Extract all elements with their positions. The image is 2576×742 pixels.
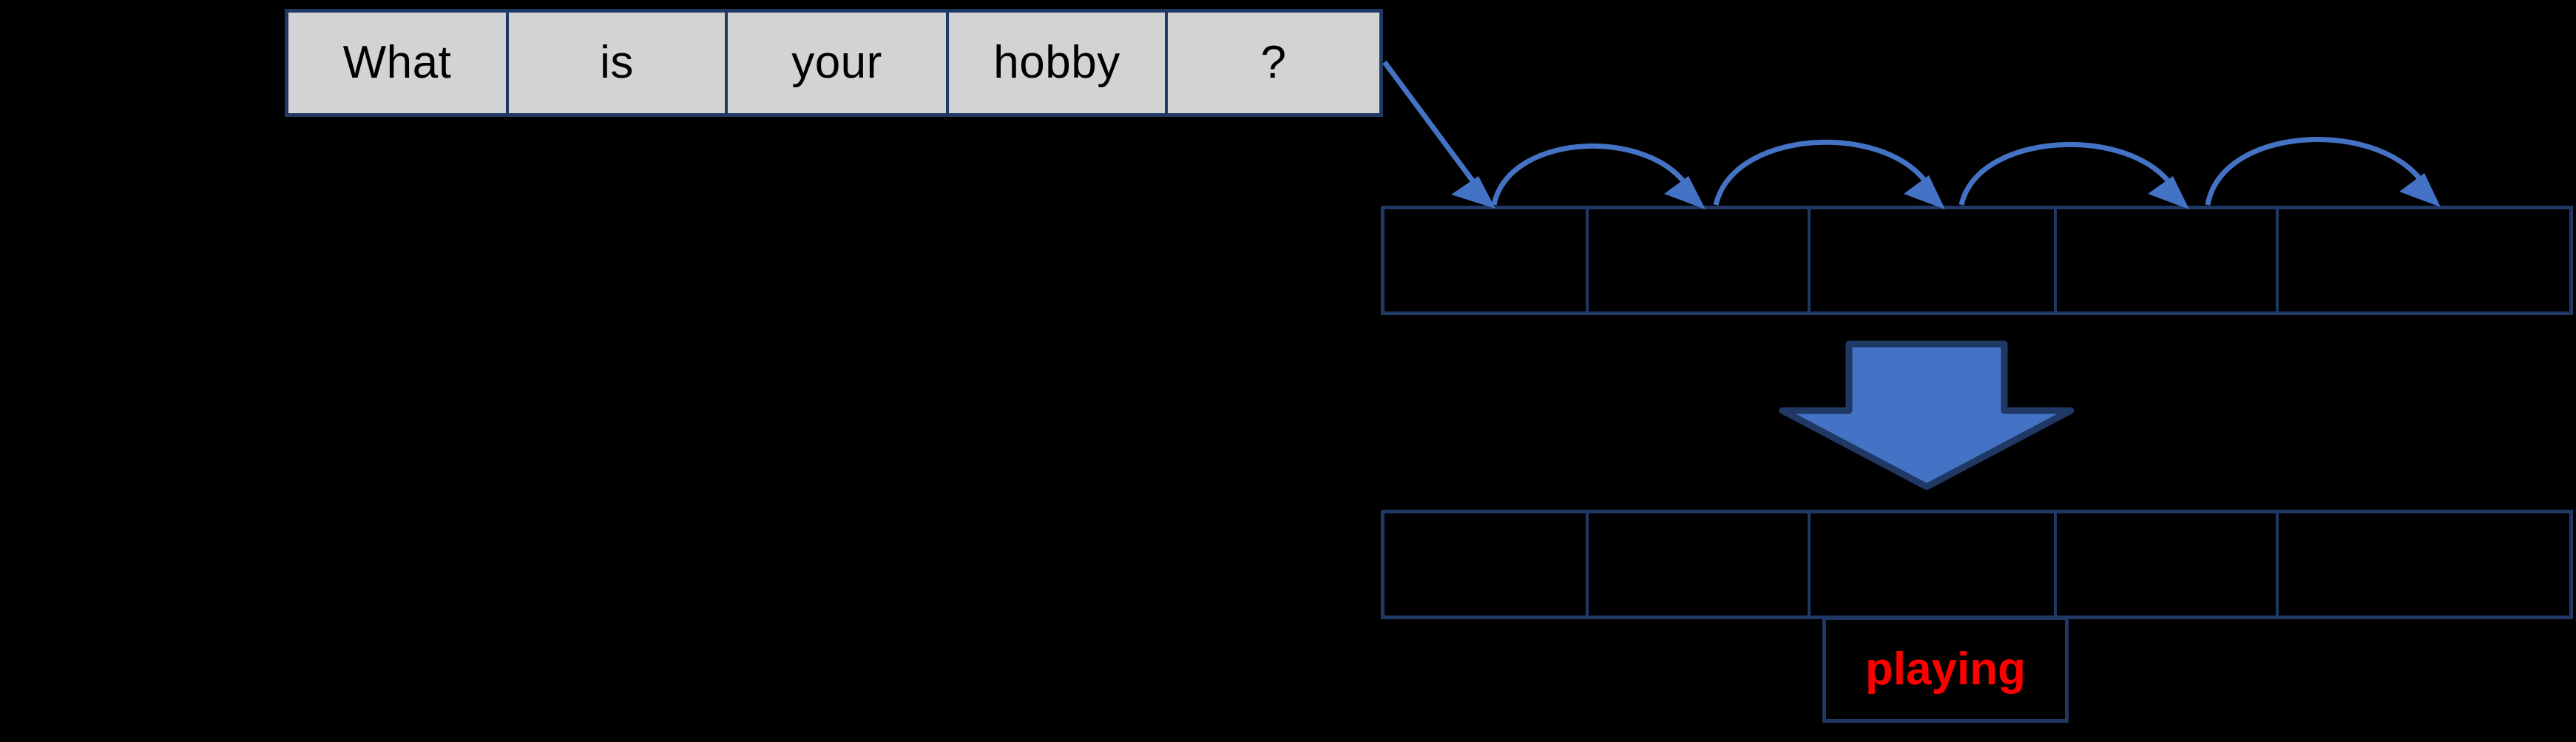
generated-word-cell[interactable]: playing (1822, 616, 2069, 723)
decoder-slots (1381, 510, 2573, 619)
generated-word-label: playing (1865, 644, 2026, 695)
decoder-slot-5[interactable] (2279, 513, 2569, 615)
input-sentence-tokens: What is your hobby ? (285, 9, 1383, 117)
token-label: hobby (993, 37, 1120, 88)
hop-arrow-1 (1491, 143, 1705, 209)
token-label: is (600, 37, 634, 88)
encoder-slot-2[interactable] (1589, 209, 1811, 311)
encoder-slot-3[interactable] (1811, 209, 2057, 311)
token-cell-what[interactable]: What (288, 13, 509, 113)
token-label: ? (1260, 37, 1287, 88)
decoder-slot-1[interactable] (1385, 513, 1589, 615)
token-label: What (342, 37, 452, 88)
decoder-slot-2[interactable] (1589, 513, 1811, 615)
encoder-to-decoder-arrow (1779, 340, 2075, 490)
token-cell-hobby[interactable]: hobby (949, 13, 1168, 113)
encoder-slot-1[interactable] (1385, 209, 1589, 311)
token-cell-is[interactable]: is (509, 13, 728, 113)
token-cell-your[interactable]: your (728, 13, 949, 113)
token-cell-question-mark[interactable]: ? (1168, 13, 1379, 113)
hop-arrow-4 (2205, 137, 2441, 207)
encoder-slot-5[interactable] (2279, 209, 2569, 311)
hop-arrow-2 (1713, 139, 1945, 209)
decoder-slot-3[interactable] (1811, 513, 2057, 615)
decoder-slot-4[interactable] (2057, 513, 2279, 615)
feed-input-arrow (1382, 60, 1495, 209)
encoder-slot-4[interactable] (2057, 209, 2279, 311)
encoder-slots (1381, 206, 2573, 315)
hop-arrow-3 (1958, 142, 2189, 209)
token-label: your (791, 37, 882, 88)
